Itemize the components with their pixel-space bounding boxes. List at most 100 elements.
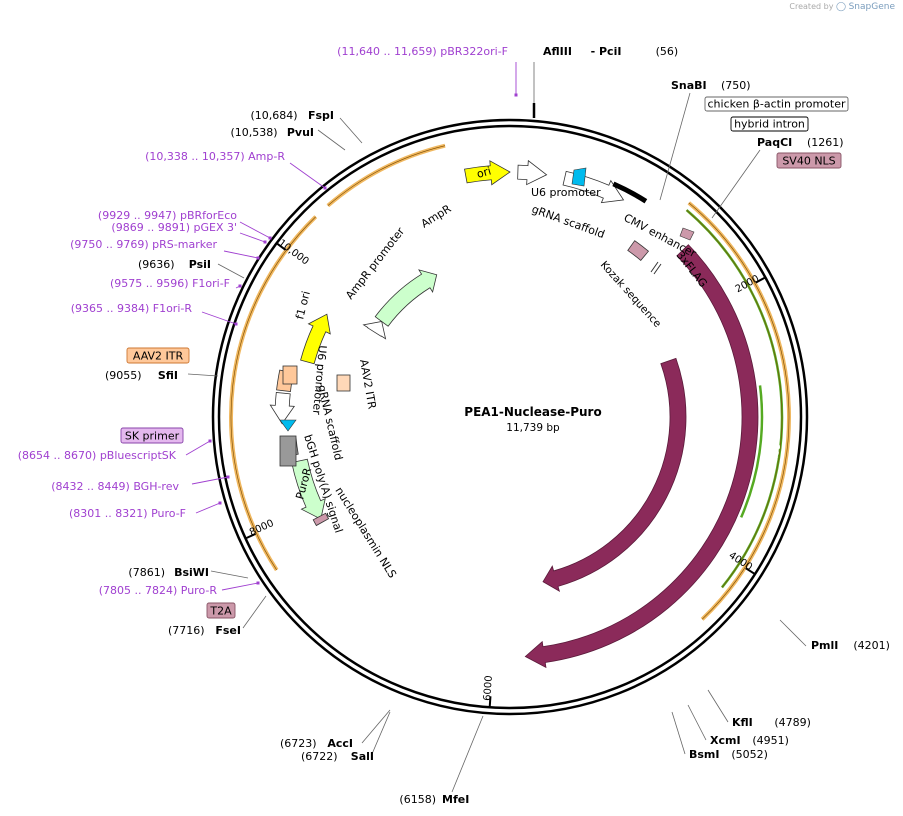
primer-range: (9575 .. 9596) — [110, 277, 192, 290]
enzyme-position: (6722) — [301, 750, 338, 763]
feature-label: U6 promoter — [531, 186, 601, 199]
enzyme-site: SalI (6722) — [301, 750, 374, 763]
primer-range: (8301 .. 8321) — [69, 507, 151, 520]
enzyme-site: MfeI(6158) — [399, 793, 469, 806]
primer-range: (7805 .. 7824) — [99, 584, 181, 597]
enzyme-leader — [242, 595, 267, 629]
enzyme-position: (1261) — [807, 136, 844, 149]
primer-name: pBluescriptSK — [100, 449, 177, 462]
tick-mark — [745, 567, 755, 575]
enzyme-name-extra: - PciI — [591, 45, 622, 58]
u6-promoter-arrow-top — [517, 159, 548, 186]
enzyme-position: (10,684) — [251, 109, 298, 122]
orange-band-top-core — [327, 145, 446, 206]
ampr-promoter-arrow — [362, 320, 387, 340]
enzyme-name: PvuI — [287, 126, 314, 139]
tick-mark — [246, 532, 256, 539]
boxed-feature-label: hybrid intron — [734, 118, 805, 131]
primer-label: (9869 .. 9891) pGEX 3' — [111, 221, 237, 234]
cas9-arrow-outer — [524, 244, 759, 669]
feature-shapes — [269, 159, 759, 669]
enzyme-site: PaqCI(1261) — [757, 136, 844, 149]
feature-label: AmpR promoter — [343, 225, 407, 302]
primer-label: (10,338 .. 10,357) Amp-R — [145, 150, 285, 163]
enzyme-leader — [659, 92, 691, 201]
enzyme-site: BsiWI(7861) — [128, 566, 209, 579]
enzyme-position: (56) — [656, 45, 679, 58]
primer-label: (8301 .. 8321) Puro-F — [69, 507, 186, 520]
enzyme-position: (6723) — [280, 737, 317, 750]
tick-label: 4000 — [727, 550, 754, 573]
backbone-outer-ring — [211, 118, 809, 716]
feature-label: ori — [475, 164, 492, 180]
primer-site — [323, 186, 327, 190]
enzyme-site: SnaBI(750) — [671, 79, 751, 92]
enzyme-site: SfiI(9055) — [105, 369, 178, 382]
tick-mark — [488, 696, 492, 707]
boxed-feature-frame — [730, 116, 809, 132]
primer-label: (7805 .. 7824) Puro-R — [99, 584, 218, 597]
primer-site — [263, 240, 267, 244]
cas9-arrow-inner — [542, 357, 687, 592]
sv40-nls-box — [627, 240, 650, 261]
enzyme-labels: AflIII - PciI(56)SnaBI(750)PaqCI(1261)Pm… — [105, 45, 890, 806]
primer-range: (8432 .. 8449) — [51, 480, 133, 493]
tick-label: 2000 — [734, 273, 762, 295]
ori-arrow — [464, 160, 511, 186]
primer-site — [268, 236, 272, 240]
aav2-itr-box-outer — [282, 365, 298, 385]
grna-marker-left — [279, 419, 297, 432]
plasmid-name: PEA1-Nuclease-Puro — [464, 405, 601, 419]
backbone-inner-ring — [217, 124, 803, 710]
boxed-feature-label: SK primer — [125, 430, 180, 443]
enzyme-leader — [339, 117, 363, 144]
boxed-feature-label: chicken β-actin promoter — [708, 98, 846, 111]
primer-site — [238, 284, 242, 288]
grna-marker-top — [571, 167, 587, 187]
enzyme-leader — [671, 711, 686, 755]
primer-site — [234, 322, 238, 326]
boxed-feature-frame — [206, 602, 236, 619]
enzyme-leader — [371, 711, 391, 755]
primer-range: (9869 .. 9891) — [111, 221, 193, 234]
enzyme-leader — [707, 689, 729, 723]
green-band-inner — [740, 385, 764, 518]
enzyme-site: BsmI(5052) — [689, 748, 768, 761]
kozak-mark-2 — [653, 263, 662, 275]
aav2-itr-box-inner — [336, 374, 351, 392]
enzyme-position: (4201) — [853, 639, 890, 652]
primer-range: (9365 .. 9384) — [71, 302, 153, 315]
enzyme-site: KflI(4789) — [732, 716, 811, 729]
primer-labels: (11,640 .. 11,659) pBR322ori-F(10,338 ..… — [18, 45, 508, 597]
primer-label: (9575 .. 9596) F1ori-F — [110, 277, 230, 290]
enzyme-leader — [217, 263, 245, 279]
primer-range: (10,338 .. 10,357) — [145, 150, 248, 163]
primer-name: Amp-R — [248, 150, 285, 163]
primer-label: (8432 .. 8449) BGH-rev — [51, 480, 179, 493]
feature-label: AAV2 ITR — [357, 358, 379, 410]
enzyme-name: FseI — [215, 624, 241, 637]
enzyme-name: SalI — [351, 750, 374, 763]
enzyme-site: AflIII - PciI(56) — [543, 45, 678, 58]
feature-label: U6 promoter — [310, 345, 329, 416]
feature-label: Cas9 — [707, 433, 727, 463]
boxed-feature-frame — [126, 347, 190, 364]
enzyme-name: MfeI — [442, 793, 469, 806]
primer-label: (8654 .. 8670) pBluescriptSK — [18, 449, 177, 462]
enzyme-position: (5052) — [731, 748, 768, 761]
enzyme-leader — [210, 570, 249, 579]
primer-site — [218, 501, 222, 505]
enzyme-leader — [711, 149, 761, 219]
enzyme-position: (750) — [721, 79, 751, 92]
black-promoter-segment — [612, 181, 648, 204]
orange-band-left-core — [230, 216, 316, 571]
primer-name: F1ori-R — [153, 302, 193, 315]
boxed-feature-frame — [120, 427, 184, 444]
primer-leader — [195, 502, 221, 514]
primer-name: pRS-marker — [152, 238, 217, 251]
feature-label: f1 ori — [293, 290, 313, 321]
enzyme-site: AccI(6723) — [280, 737, 353, 750]
primer-name: F1ori-F — [192, 277, 230, 290]
enzyme-leader — [451, 715, 484, 793]
enzyme-position: (9636) — [138, 258, 175, 271]
